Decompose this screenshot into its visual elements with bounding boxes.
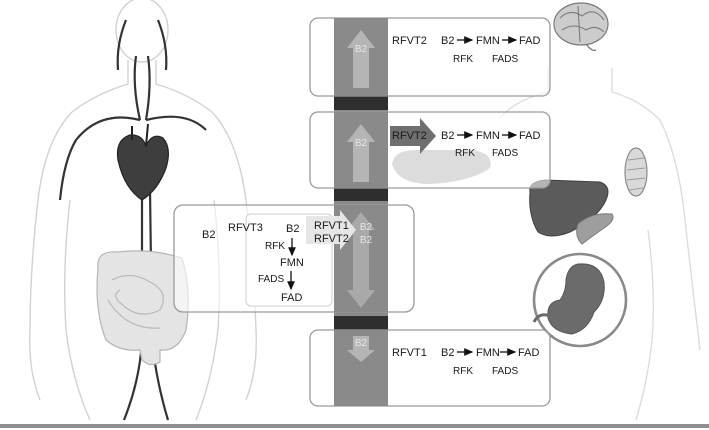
heart-liver-b2: B2 <box>441 130 454 142</box>
brain-panel-b2: B2 <box>441 35 454 47</box>
placenta-panel: B2 RFVT1 B2 FMN FAD RFK FADS <box>309 329 551 407</box>
heart-liver-panel: B2 RFVT2 B2 FMN FAD RFK FADS <box>309 111 551 189</box>
intestine-basolateral-transporter-1: RFVT1 <box>314 220 349 232</box>
pancreas-icon <box>576 213 614 245</box>
heart-liver-fad: FAD <box>519 130 540 142</box>
placenta-enzyme1: RFK <box>453 366 473 377</box>
intestine-basolateral-transporter-2: RFVT2 <box>314 233 349 245</box>
intestine-apical-transporter: RFVT3 <box>228 222 263 234</box>
brain-panel-enzyme2: FADS <box>492 54 518 65</box>
intestine-icon <box>96 250 189 366</box>
heart-liver-transporter-arrow <box>390 118 436 154</box>
heart-liver-fmn: FMN <box>476 130 500 142</box>
brain-panel-fmn: FMN <box>476 35 500 47</box>
intestine-cell-b2: B2 <box>286 223 299 235</box>
brain-panel-transporter: RFVT2 <box>392 35 427 47</box>
heart-liver-blood-b2: B2 <box>355 138 368 149</box>
heart-liver-transporter: RFVT2 <box>392 130 427 142</box>
intestine-panel: B2 RFVT3 B2 RFK FMN FADS FAD RFVT1 RFVT2… <box>173 204 415 313</box>
intestine-blood-b2-a: B2 <box>360 222 373 233</box>
brain-panel-enzyme1: RFK <box>453 54 473 65</box>
placenta-down-arrow <box>347 336 375 362</box>
muscle-icon <box>624 147 648 197</box>
brain-panel-fad: FAD <box>519 35 540 47</box>
intestine-lumen-b2: B2 <box>202 229 215 241</box>
intestine-basolateral-arrow <box>306 210 356 250</box>
brain-panel: B2 RFVT2 B2 FMN FAD RFK FADS <box>309 17 551 97</box>
blood-separator-3 <box>334 316 388 330</box>
placenta-b2: B2 <box>441 347 454 359</box>
placenta-blood-b2: B2 <box>355 338 368 349</box>
heart-liver-vertical-arrow <box>347 124 375 182</box>
intestine-fmn: FMN <box>280 257 304 269</box>
intestine-enzyme2: FADS <box>258 274 284 285</box>
heart-icon <box>116 123 169 201</box>
heart-liver-enzyme2: FADS <box>492 148 518 159</box>
blood-separator-2 <box>334 187 388 201</box>
placenta-fmn: FMN <box>476 347 500 359</box>
footer-divider <box>0 424 709 428</box>
placenta-transporter: RFVT1 <box>392 347 427 359</box>
intestine-fad: FAD <box>281 292 302 304</box>
heart-liver-enzyme1: RFK <box>455 148 475 159</box>
intestine-enzyme1: RFK <box>265 241 285 252</box>
placenta-fad: FAD <box>518 347 539 359</box>
brain-panel-vertical-arrow <box>347 30 375 88</box>
blood-separator-1 <box>334 96 388 110</box>
intestine-blood-b2-b: B2 <box>360 235 373 246</box>
brain-panel-blood-b2: B2 <box>355 44 368 55</box>
placenta-enzyme2: FADS <box>492 366 518 377</box>
brain-icon <box>553 2 609 52</box>
intestine-double-arrow <box>347 212 375 308</box>
fetus-icon <box>532 252 628 348</box>
